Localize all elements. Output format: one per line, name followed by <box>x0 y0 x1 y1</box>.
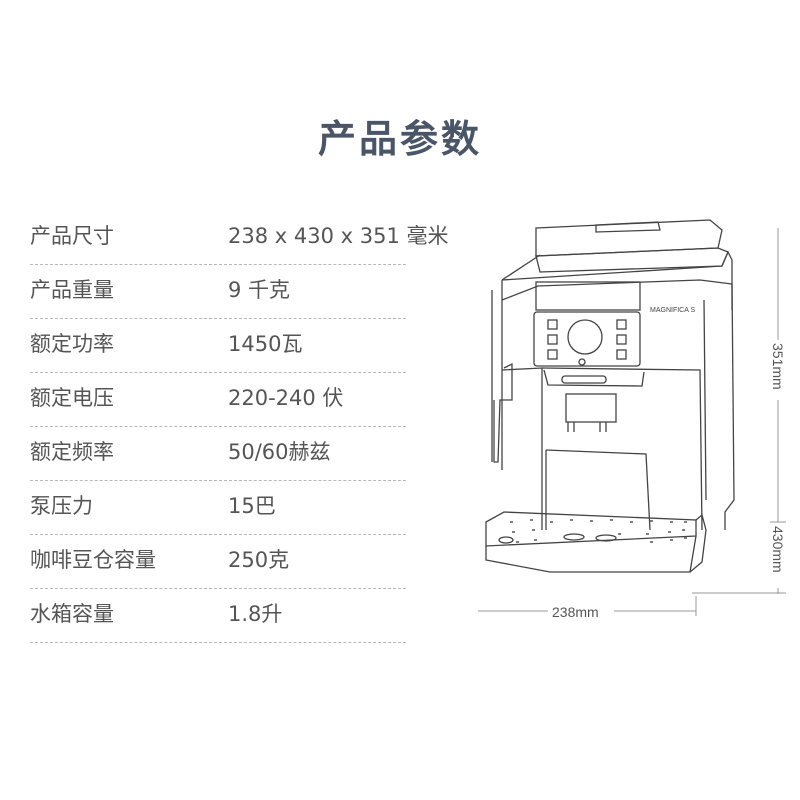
height-lower-label: 430mm <box>770 526 786 573</box>
spec-row-weight: 产品重量 9 千克 <box>30 266 406 319</box>
height-upper-label: 351mm <box>770 343 786 390</box>
spec-value: 50/60赫兹 <box>228 440 331 464</box>
spec-value: 1.8升 <box>228 602 283 626</box>
spec-row-size: 产品尺寸 238 x 430 x 351 毫米 <box>30 212 448 265</box>
spec-value: 9 千克 <box>228 278 291 302</box>
spec-label: 咖啡豆仓容量 <box>30 548 156 572</box>
spec-label: 水箱容量 <box>30 602 114 626</box>
spec-value: 238 x 430 x 351 毫米 <box>228 224 449 248</box>
spec-row-frequency: 额定频率 50/60赫兹 <box>30 428 406 481</box>
spec-row-pump-pressure: 泵压力 15巴 <box>30 482 406 535</box>
spec-value: 250克 <box>228 548 290 572</box>
spec-row-voltage: 额定电压 220-240 伏 <box>30 374 406 427</box>
spec-label: 额定电压 <box>30 386 114 410</box>
coffee-machine-drawing: MAGNIFICA S <box>470 200 800 630</box>
spec-label: 产品尺寸 <box>30 224 114 248</box>
spec-value: 1450瓦 <box>228 332 303 356</box>
svg-text:MAGNIFICA S: MAGNIFICA S <box>650 307 695 314</box>
spec-row-power: 额定功率 1450瓦 <box>30 320 406 373</box>
spec-label: 额定频率 <box>30 440 114 464</box>
width-label: 238mm <box>552 604 599 620</box>
spec-table: 产品尺寸 238 x 430 x 351 毫米 产品重量 9 千克 额定功率 1… <box>30 212 448 644</box>
coffee-machine-icon: MAGNIFICA S <box>478 219 786 620</box>
spec-label: 泵压力 <box>30 494 93 518</box>
spec-row-bean-capacity: 咖啡豆仓容量 250克 <box>30 536 406 589</box>
spec-label: 产品重量 <box>30 278 114 302</box>
page-title: 产品参数 <box>317 117 482 161</box>
spec-value: 220-240 伏 <box>228 386 344 410</box>
spec-row-water-tank: 水箱容量 1.8升 <box>30 590 406 643</box>
spec-label: 额定功率 <box>30 332 114 356</box>
spec-value: 15巴 <box>228 494 276 518</box>
